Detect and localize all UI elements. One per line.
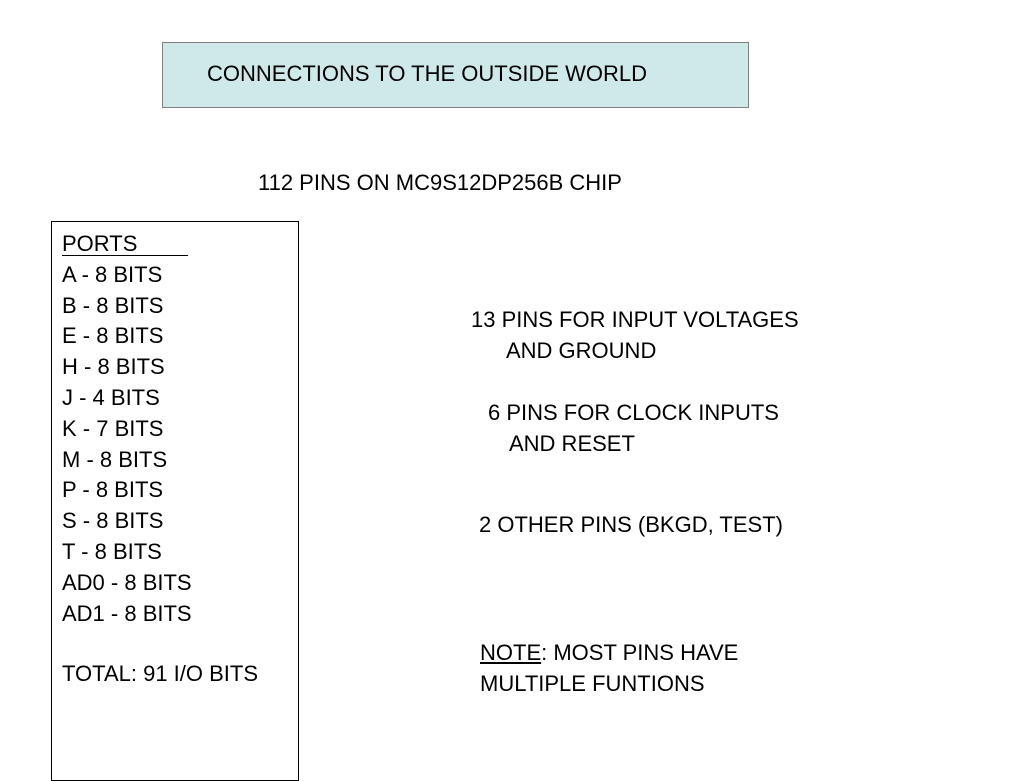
clock-pins-line1: 6 PINS FOR CLOCK INPUTS: [488, 400, 779, 425]
slide-title-box: CONNECTIONS TO THE OUTSIDE WORLD: [162, 42, 749, 108]
voltage-pins-text: 13 PINS FOR INPUT VOLTAGES AND GROUND: [471, 305, 799, 367]
port-item-m: M - 8 BITS: [62, 446, 168, 472]
slide-title: CONNECTIONS TO THE OUTSIDE WORLD: [207, 61, 648, 86]
note-line1: : MOST PINS HAVE: [541, 640, 739, 665]
port-item-p: P - 8 BITS: [62, 477, 164, 503]
ports-total: TOTAL: 91 I/O BITS: [62, 661, 259, 686]
port-item-h: H - 8 BITS: [62, 354, 165, 380]
port-item-t: T - 8 BITS: [62, 538, 162, 564]
other-pins-text: 2 OTHER PINS (BKGD, TEST): [479, 512, 783, 537]
port-item-ad0: AD0 - 8 BITS: [62, 569, 192, 595]
clock-pins-text: 6 PINS FOR CLOCK INPUTS AND RESET: [488, 398, 779, 460]
port-item-a: A - 8 BITS: [62, 261, 163, 287]
note-line2: MULTIPLE FUNTIONS: [480, 670, 705, 696]
clock-pins-line2: AND RESET: [509, 430, 635, 456]
voltage-pins-line2: AND GROUND: [506, 337, 657, 363]
port-item-e: E - 8 BITS: [62, 323, 164, 349]
port-item-j: J - 4 BITS: [62, 384, 160, 410]
ports-heading: PORTS: [62, 229, 188, 256]
ports-box: PORTS A - 8 BITS B - 8 BITS E - 8 BITS H…: [51, 221, 299, 781]
slide-subtitle: 112 PINS ON MC9S12DP256B CHIP: [258, 170, 622, 195]
note-text: NOTE: MOST PINS HAVE MULTIPLE FUNTIONS: [480, 638, 738, 700]
note-label: NOTE: [480, 640, 542, 665]
ports-list: A - 8 BITS B - 8 BITS E - 8 BITS H - 8 B…: [62, 229, 192, 629]
port-item-s: S - 8 BITS: [62, 508, 164, 534]
voltage-pins-line1: 13 PINS FOR INPUT VOLTAGES: [471, 307, 799, 332]
port-item-ad1: AD1 - 8 BITS: [62, 600, 192, 626]
port-item-k: K - 7 BITS: [62, 415, 164, 441]
port-item-b: B - 8 BITS: [62, 292, 164, 318]
